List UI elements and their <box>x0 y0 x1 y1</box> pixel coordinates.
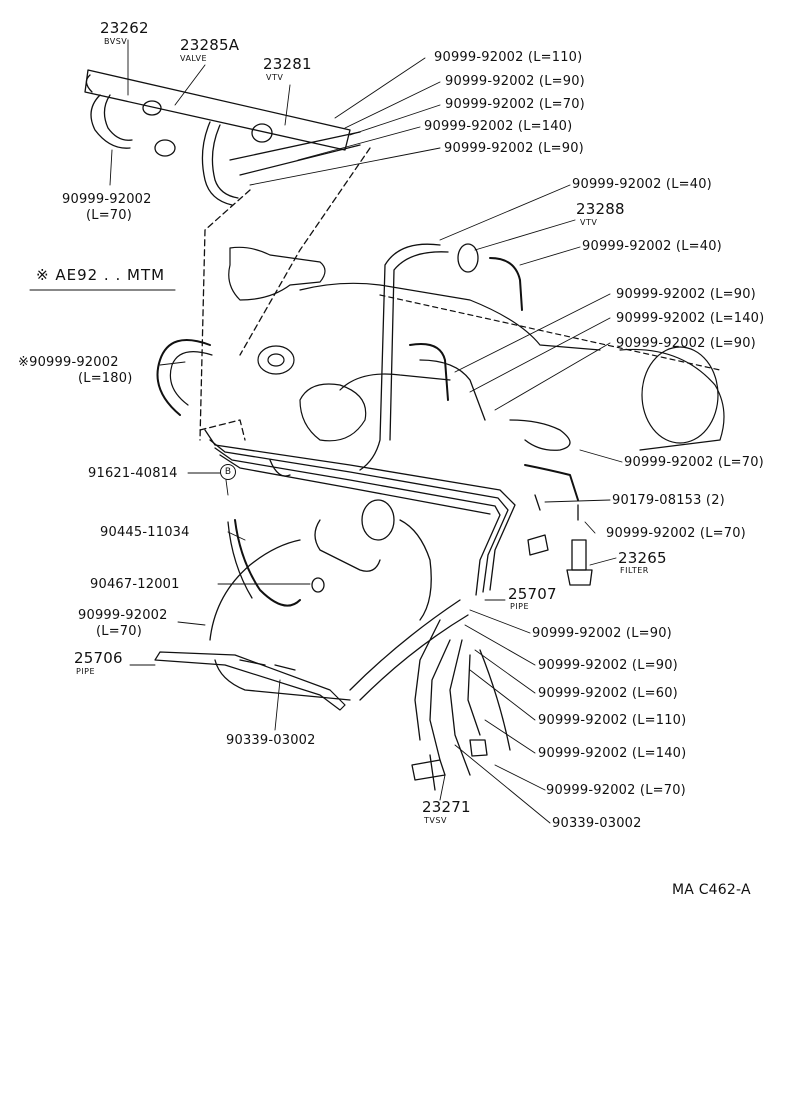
pipe-25706-name: PIPE <box>76 667 96 676</box>
hose-label-top-2: 90999-92002 (L=90) <box>445 74 585 89</box>
hose-label-top-5: 90999-92002 (L=90) <box>444 141 584 156</box>
hose-label-r1: 90999-92002 (L=40) <box>572 177 712 192</box>
vtv-top-part-number: 23281 <box>263 55 312 73</box>
plug-right-part-number: 90339-03002 <box>552 816 642 831</box>
pipe-25707-name: PIPE <box>510 602 530 611</box>
tvsv-name: TVSV <box>424 816 447 825</box>
filter-name: FILTER <box>620 566 649 575</box>
vacuum-pipes <box>204 429 516 596</box>
hose-left-mid-length: (L=180) <box>78 371 133 386</box>
engine-outline <box>228 246 725 451</box>
lower-hoses <box>349 599 511 791</box>
model-variant-label: ※ AE92 . . MTM <box>36 266 166 284</box>
hose-label-top-3: 90999-92002 (L=70) <box>445 97 585 112</box>
nut-part-number: 90179-08153 (2) <box>612 493 725 508</box>
hose-90445-part-number: 90445-11034 <box>100 525 190 540</box>
hose-left-low-part: 90999-92002 <box>78 608 168 623</box>
vtv-mid-part-number: 23288 <box>576 200 625 218</box>
bvsv-part-number: 23262 <box>100 19 149 37</box>
filter-part-number: 23265 <box>618 549 667 567</box>
hose-label-b5: 90999-92002 (L=140) <box>538 746 687 761</box>
hose-label-b1: 90999-92002 (L=90) <box>532 626 672 641</box>
pipe-25706-part-number: 25706 <box>74 649 123 667</box>
hose-left-mid-part: ※90999-92002 <box>18 355 119 370</box>
hose-label-b3: 90999-92002 (L=60) <box>538 686 678 701</box>
vtv-top-name: VTV <box>266 73 284 82</box>
hose-label-r3: 90999-92002 (L=90) <box>616 287 756 302</box>
bolt-marker-b: B <box>220 464 236 480</box>
hose-label-r6: 90999-92002 (L=70) <box>624 455 764 470</box>
hose-label-b4: 90999-92002 (L=110) <box>538 713 687 728</box>
bolt-part-number: 91621-40814 <box>88 466 178 481</box>
hose-label-r4: 90999-92002 (L=140) <box>616 311 765 326</box>
hose-left-low-length: (L=70) <box>96 624 143 639</box>
hose-label-top-4: 90999-92002 (L=140) <box>424 119 573 134</box>
plug-left-part-number: 90339-03002 <box>226 733 316 748</box>
clip-part-number: 90467-12001 <box>90 577 180 592</box>
tvsv-part-number: 23271 <box>422 798 471 816</box>
hose-label-top-1: 90999-92002 (L=110) <box>434 50 583 65</box>
top-vacuum-assembly <box>84 69 361 206</box>
hose-left-top-length: (L=70) <box>86 208 133 223</box>
pipe-25707-part-number: 25707 <box>508 585 557 603</box>
hose-label-r7: 90999-92002 (L=70) <box>606 526 746 541</box>
hose-label-r5: 90999-92002 (L=90) <box>616 336 756 351</box>
leader-lines <box>29 39 623 824</box>
valve-part-number: 23285A <box>180 36 240 54</box>
hose-label-b2: 90999-92002 (L=90) <box>538 658 678 673</box>
hose-label-r2: 90999-92002 (L=40) <box>582 239 722 254</box>
hose-label-b6: 90999-92002 (L=70) <box>546 783 686 798</box>
bvsv-name: BVSV <box>104 37 128 46</box>
vtv-mid-name: VTV <box>580 218 598 227</box>
hose-left-top-part: 90999-92002 <box>62 192 152 207</box>
diagram-code: MA C462-A <box>672 882 751 898</box>
valve-name: VALVE <box>180 54 208 63</box>
